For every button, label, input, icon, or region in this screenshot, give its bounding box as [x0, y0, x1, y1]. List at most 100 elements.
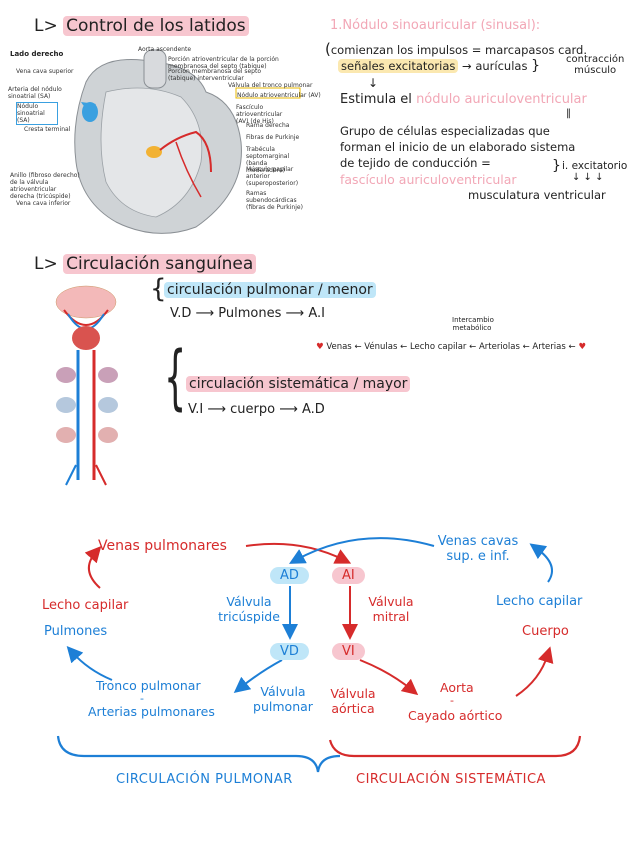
pulmonary-heading: circulación pulmonar / menor [164, 282, 376, 298]
heart-label: Fascículo atrioventricular (AV) (de His) [236, 104, 283, 125]
note-line6: forman el inicio de un elaborado sistema [340, 140, 576, 154]
section1-title-wrap: L> Control de los latidos [34, 16, 249, 36]
vena-cava: Venas cavas sup. e inf. [437, 534, 519, 564]
circulation-illustration [55, 285, 118, 486]
note-line3: señales excitatorias → aurículas } [338, 58, 540, 74]
node-vi: VI [332, 640, 365, 660]
brace-icon: { [164, 336, 187, 418]
dash-icon: - [450, 694, 454, 707]
section2-title: Circulación sanguínea [63, 254, 257, 274]
note-contraction-word: contracción [566, 54, 625, 65]
note-av-bundle: fascículo auriculoventricular [340, 172, 517, 187]
node-vi-label: VI [332, 643, 365, 660]
heart-label: Nódulo atrioventricular (AV) [237, 92, 321, 99]
heart-figure-title: Lado derecho [10, 50, 64, 58]
circulation-figure [6, 280, 151, 488]
systemic-flow: V.I ⟶ cuerpo ⟶ A.D [188, 402, 325, 417]
arrow-icon: ⟶ [279, 402, 302, 417]
node-vd: VD [270, 640, 309, 660]
heart-label: Vena cava inferior [16, 200, 71, 207]
note-stimulates: Estimula el [340, 92, 412, 107]
heart-label: Aorta ascendente [138, 46, 192, 53]
dash-icon: - [140, 692, 144, 705]
heart-label: Válvula del tronco pulmonar [228, 82, 313, 89]
note-sa-node-title: 1.Nódulo sinoauricular (sinusal): [330, 18, 541, 33]
node-ad: AD [270, 564, 309, 584]
tricuspid-valve: Válvula tricúspide [218, 594, 280, 624]
node-ad-label: AD [270, 567, 309, 584]
heart-label: Vena cava superior [16, 68, 74, 75]
flow-node: cuerpo [230, 402, 276, 417]
node-ai-label: AI [332, 567, 365, 584]
heart-label: Trabécula septomarginal (banda moderador… [246, 146, 290, 174]
exchange-chain-wrap: ♥ Venas ← Vénulas ← Lecho capilar ← Arte… [316, 342, 586, 352]
capillary-bed-right: Lecho capilar [496, 594, 583, 609]
note-excitatory: i. excitatorio [562, 160, 628, 172]
pulmonary-arteries: Arterias pulmonares [88, 704, 215, 719]
arrow-icon: → [462, 59, 472, 73]
flow-node: A.D [301, 402, 325, 417]
heart-illustration [74, 49, 301, 234]
equals-icon: ‖ [566, 108, 571, 119]
arrow-bullet-icon: L> [34, 16, 58, 36]
section1-title: Control de los latidos [63, 16, 249, 36]
note-line5: Grupo de células especializadas que [340, 124, 550, 138]
down-arrow-icon: ↓ [368, 76, 379, 90]
note-av-node: nódulo auriculoventricular [416, 92, 587, 107]
flow-node: V.I [188, 402, 204, 417]
aortic-valve: Válvula aórtica [330, 686, 376, 716]
systemic-heading: circulación sistemática / mayor [186, 376, 411, 392]
note-muscle-word: músculo [574, 65, 617, 76]
heart-icon: ♥ [316, 342, 324, 352]
heart-label: Rama derecha [246, 122, 290, 129]
pulmonary-trunk: Tronco pulmonar [96, 678, 201, 693]
pulmonary-flow: V.D ⟶ Pulmones ⟶ A.I [170, 306, 325, 321]
pulmonary-circulation-label: CIRCULACIÓN PULMONAR [116, 772, 293, 787]
arrow-icon: ⟶ [285, 306, 309, 321]
capillary-bed-left: Lecho capilar [42, 598, 129, 613]
arrow-bullet-icon: L> [34, 254, 58, 274]
note-line4: Estimula el nódulo auriculoventricular [340, 92, 587, 107]
note-signals: señales excitatorias [338, 59, 459, 73]
node-vd-label: VD [270, 643, 309, 660]
note-line7: de tejido de conducción = [340, 156, 491, 170]
heart-label: Músculo papilar anterior (superoposterio… [246, 166, 299, 187]
flow-node: V.D [170, 306, 192, 321]
note-atria: aurículas [475, 59, 528, 73]
lungs: Pulmones [44, 624, 108, 639]
heart-label: Porción membranosa del septo (tabique) i… [168, 68, 261, 82]
systemic-circulation-label: CIRCULACIÓN SISTEMÁTICA [356, 772, 546, 787]
heart-figure: Lado derecho Vena cava superior Arteria … [6, 42, 321, 242]
flow-node: Pulmones [218, 306, 282, 321]
down-arrows-icon: ↓ ↓ ↓ [572, 172, 604, 183]
body: Cuerpo [522, 624, 569, 639]
pulmonary-valve: Válvula pulmonar [253, 684, 313, 714]
heart-label: Ramas subendocárdicas (fibras de Purkinj… [246, 190, 303, 211]
heart-label: Cresta terminal [24, 126, 71, 133]
heart-label: Arteria del nódulo sinoatrial (SA) [8, 86, 62, 100]
heart-icon: ♥ [578, 342, 586, 352]
arrow-icon: ⟶ [207, 402, 231, 417]
pulmonary-veins: Venas pulmonares [98, 538, 227, 554]
aortic-arch: Cayado aórtico [408, 708, 503, 723]
note-impulses: comienzan los impulsos = marcapasos card… [330, 43, 587, 57]
section2-title-wrap: L> Circulación sanguínea [34, 254, 257, 274]
heart-label: Nódulo sinoatrial (SA) [16, 102, 58, 125]
note-line2: (comienzan los impulsos = marcapasos car… [325, 40, 587, 58]
exchange-chain: Venas ← Vénulas ← Lecho capilar ← Arteri… [326, 342, 576, 352]
arrow-icon: ⟶ [195, 306, 219, 321]
heart-label: Fibras de Purkinje [246, 134, 300, 141]
exchange-label: Intercambio metabólico [452, 316, 494, 332]
mitral-valve: Válvula mitral [368, 594, 414, 624]
flow-node: A.I [308, 306, 325, 321]
brace-icon: } [552, 158, 561, 174]
pulmonary-heading-text: circulación pulmonar / menor [164, 282, 376, 298]
systemic-heading-text: circulación sistemática / mayor [186, 376, 411, 392]
heart-label: Anillo (fibroso derecho) de la válvula a… [10, 172, 80, 200]
note-contraction: contracción músculo [566, 54, 624, 76]
brace-icon: { [150, 274, 167, 304]
note-ventricular: musculatura ventricular [468, 188, 606, 202]
node-ai: AI [332, 564, 365, 584]
heart-label: Porción atrioventricular de la porción m… [168, 56, 279, 70]
aorta: Aorta [440, 680, 474, 695]
